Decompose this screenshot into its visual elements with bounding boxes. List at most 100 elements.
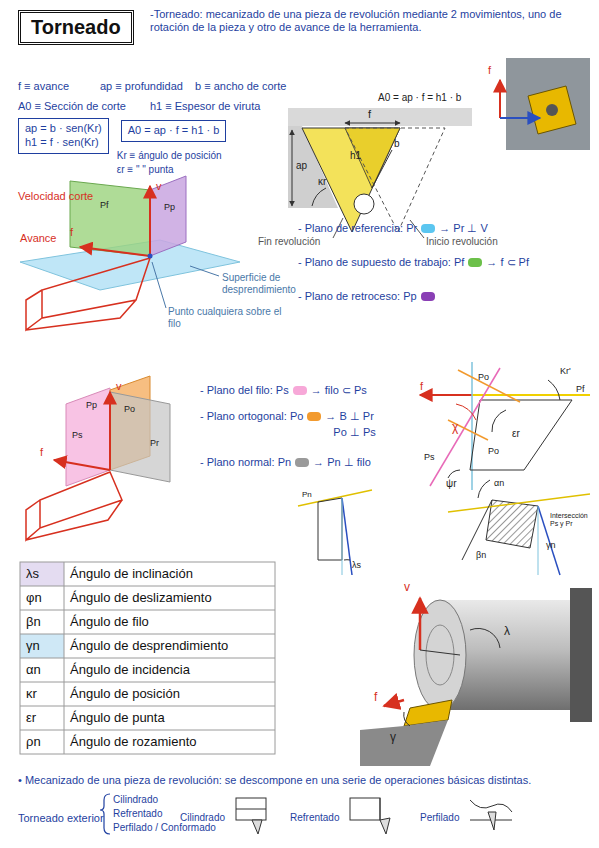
illustration-line [420, 650, 460, 655]
symbol-label: f [368, 108, 371, 121]
plane-swatch [293, 386, 307, 395]
illustration-line [448, 420, 488, 440]
illustration-line [538, 506, 539, 575]
plane-swatch [421, 292, 435, 301]
illustration-line [345, 123, 400, 124]
table-cell: Ángulo de punta [70, 710, 165, 726]
illustration-line [20, 706, 275, 707]
note-text: Fin revolución [258, 236, 320, 248]
illustration-rect [288, 108, 472, 126]
symbol-label: f [488, 64, 491, 77]
note-text: Torneado exterior [18, 812, 104, 825]
note-text: Po ⊥ Ps [333, 426, 375, 439]
symbol-label: γn [546, 540, 556, 551]
node-text: h1 = f · sen(Kr) [25, 136, 102, 150]
note-text: Perfilado [420, 812, 459, 824]
note-text: Superficie de desprendimiento [222, 272, 294, 296]
note-text: → B ⊥ Pr [325, 410, 374, 423]
note-text: Cilindrado [180, 812, 225, 824]
note-text: Inicio revolución [426, 236, 498, 248]
note-text: Refrentado [290, 812, 339, 824]
illustration-line [109, 392, 111, 470]
illustration-line [20, 730, 275, 731]
note-text: Cilindrado [113, 794, 158, 806]
symbol-label: ψr [446, 478, 456, 490]
note-text: Punto cualquiera sobre el filo [168, 306, 288, 330]
note-text: Avance [20, 232, 57, 245]
symbol-label: Pf [100, 200, 109, 211]
illustration-polygon [486, 500, 538, 548]
illustration-path [456, 404, 476, 420]
table-cell: βn [26, 614, 41, 630]
note-text: → Pn ⊥ filo [313, 456, 371, 469]
note-text: Kr ≡ ángulo de posición [117, 150, 222, 162]
illustration-line [54, 460, 110, 470]
symbol-label: v [156, 180, 162, 193]
note-text: - Plano ortogonal: Po [200, 410, 303, 423]
illustration-polygon [345, 128, 400, 188]
illustration-line [20, 658, 275, 659]
node-text: ap = b · sen(Kr) [25, 122, 102, 136]
illustration-line [292, 130, 293, 206]
illustration-path [312, 188, 326, 206]
illustration-g [236, 798, 512, 834]
note-text: → f ⊂ Pf [486, 256, 529, 269]
illustration-line [420, 394, 472, 396]
symbol-label: Ps [424, 452, 435, 463]
illustration-line [149, 186, 151, 256]
illustration-rect [350, 798, 380, 820]
illustration-rect [20, 562, 275, 754]
illustration-line [80, 247, 150, 256]
plane-swatch [307, 412, 321, 421]
note-text: - Plano normal: Pn [200, 456, 291, 469]
table-cell: γn [26, 638, 40, 654]
illustration-line [20, 634, 275, 635]
title-box: Torneado [18, 10, 134, 45]
illustration-polygon [360, 720, 448, 766]
note-text: Perfilado / Conformado [113, 822, 216, 834]
table-cell: Ángulo de incidencia [70, 662, 190, 678]
illustration-polygon [110, 392, 170, 482]
symbol-label: f [420, 380, 423, 393]
note-text: ap ≡ profundidad [100, 80, 183, 93]
illustration-path [344, 559, 350, 560]
table-cell: Ángulo de deslizamiento [70, 590, 212, 606]
symbol-label: Ps [72, 430, 83, 441]
illustration-line [458, 370, 520, 402]
table-cell: κr [26, 686, 37, 702]
illustration-line [152, 262, 166, 308]
illustration-line [448, 494, 590, 512]
symbol-label: ap [296, 160, 307, 172]
illustration-path [448, 470, 460, 478]
illustration-line [462, 500, 492, 560]
illustration-line [20, 682, 275, 683]
illustration-line [380, 798, 381, 820]
illustration-line [20, 586, 275, 587]
illustration-rect [20, 562, 64, 586]
illustration-line [372, 150, 392, 188]
illustration-polygon [345, 128, 445, 232]
symbol-label: κr [318, 176, 326, 188]
table-cell: ρn [26, 734, 41, 750]
illustration-polygon [252, 820, 262, 834]
illustration-line [342, 498, 352, 575]
note-text: → Pr ⊥ V [439, 222, 488, 235]
plane-swatch [421, 224, 435, 233]
table-cell: εr [26, 710, 36, 726]
node-text: Torneado [31, 15, 121, 40]
illustration-path [492, 410, 506, 432]
symbol-label: Pf [576, 384, 585, 395]
note-text: Intersección Ps y Pr [550, 512, 596, 529]
symbol-label: v [404, 580, 410, 594]
symbol-label: εr [512, 428, 520, 440]
illustration-circle [546, 104, 558, 116]
note-text: - Plano de supuesto de trabajo: Pf [298, 256, 464, 269]
note-text: εr ≡ " " punta [117, 164, 174, 176]
note-text: Refrentado [113, 808, 162, 820]
table-cell: Ángulo de inclinación [70, 566, 193, 582]
symbol-label: λs [352, 560, 361, 571]
illustration-polygon [66, 388, 110, 486]
note-text: h1 ≡ Espesor de viruta [150, 100, 260, 113]
symbol-label: Pp [164, 202, 175, 213]
plane-swatch [468, 258, 482, 267]
